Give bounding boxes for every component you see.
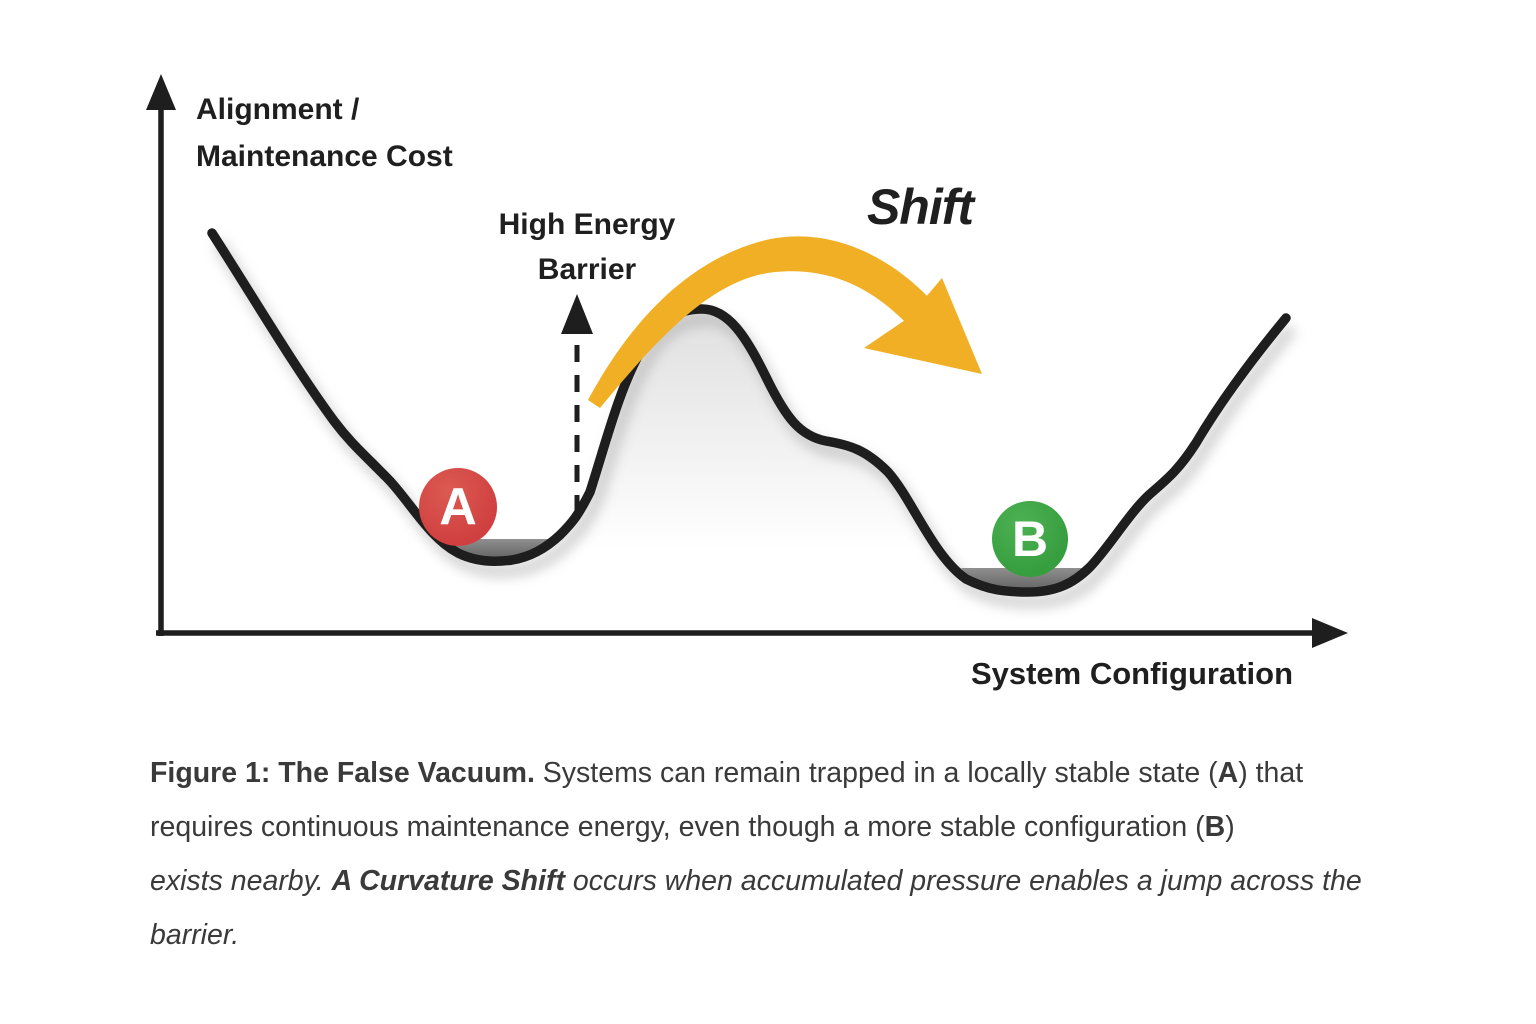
caption-segment: A (1217, 757, 1239, 789)
caption-segment: occurs when accumulated pressure enables… (564, 865, 1362, 897)
high-energy-barrier-label: High Energy Barrier (452, 202, 722, 292)
x-axis-label: System Configuration (970, 656, 1294, 691)
figure-caption: Figure 1: The False Vacuum. Systems can … (150, 746, 1430, 962)
state-b-letter: B (1011, 511, 1049, 567)
shift-arrowhead-icon (864, 278, 982, 374)
state-a-letter: A (439, 478, 477, 536)
caption-segment: Systems can remain trapped in a locally … (534, 757, 1218, 789)
caption-segment: exists nearby. (150, 865, 332, 897)
barrier-label-line1: High Energy (498, 208, 676, 241)
x-axis-arrowhead-icon (1312, 618, 1348, 648)
energy-curve (207, 228, 1291, 597)
caption-segment: ) (1225, 811, 1235, 843)
caption-segment: requires continuous maintenance energy, … (150, 811, 1205, 843)
caption-segment: A Curvature Shift (331, 865, 565, 897)
state-b-marker: B (992, 501, 1068, 577)
barrier-arrowhead-icon (561, 294, 593, 334)
barrier-label-line2: Barrier (537, 253, 637, 286)
y-axis-label: Alignment / Maintenance Cost (196, 86, 453, 180)
caption-segment: B (1204, 811, 1226, 843)
barrier-hill-shading (512, 309, 1028, 625)
caption-line: barrier. (150, 908, 1430, 962)
shift-arrow-shaft (588, 236, 948, 408)
caption-line: Figure 1: The False Vacuum. Systems can … (150, 746, 1430, 800)
shift-label: Shift (866, 179, 974, 235)
y-axis-arrowhead-icon (146, 74, 176, 110)
caption-line: requires continuous maintenance energy, … (150, 800, 1430, 854)
caption-segment: Figure 1: The False Vacuum. (150, 757, 535, 789)
caption-segment: barrier. (150, 919, 240, 951)
y-axis-label-line1: Alignment / (196, 93, 360, 126)
caption-segment: ) that (1238, 757, 1304, 789)
y-axis-label-line2: Maintenance Cost (196, 140, 453, 173)
caption-line: exists nearby. A Curvature Shift occurs … (150, 854, 1430, 908)
state-a-marker: A (419, 468, 497, 546)
